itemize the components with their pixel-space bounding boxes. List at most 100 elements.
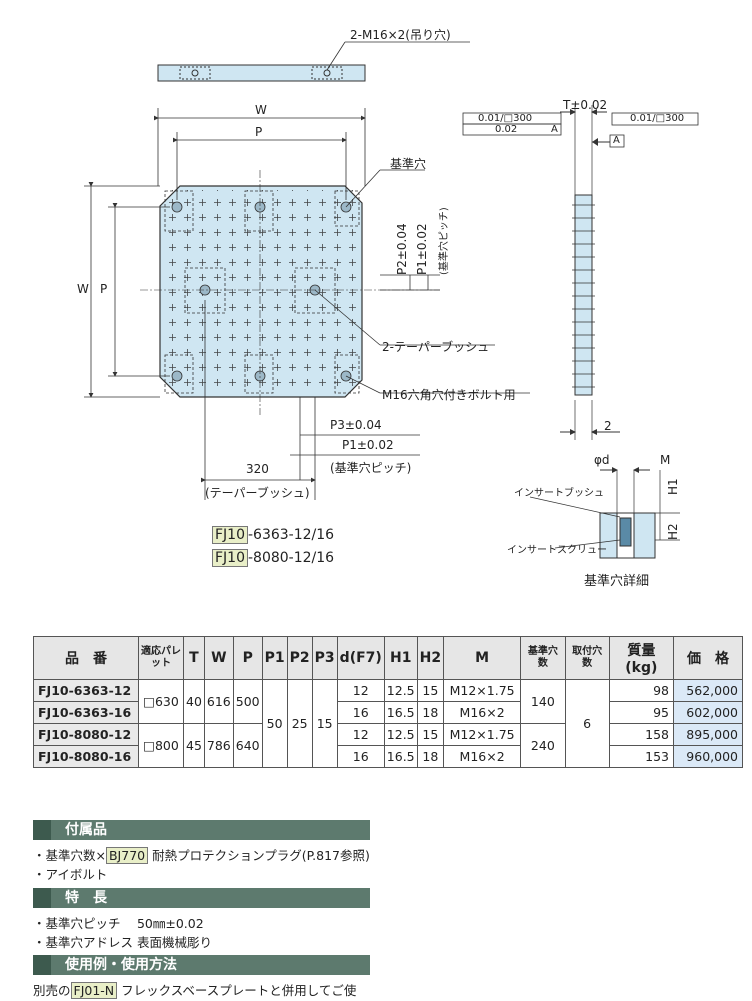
mass-cell: 98 xyxy=(608,679,675,702)
detail-title: 基準穴詳細 xyxy=(584,574,650,589)
p2-label: P2±0.04 xyxy=(395,223,409,275)
part-number: FJ10-6363-12 xyxy=(33,679,139,702)
header-t: T xyxy=(183,636,205,680)
mass-cell: 158 xyxy=(608,723,675,746)
model-suffix: -8080-12/16 xyxy=(248,550,335,566)
detail-h1: H1 xyxy=(666,478,680,495)
header-part-no: 品 番 xyxy=(33,636,139,680)
side-t-label: T±0.02 xyxy=(563,98,608,112)
mass-cell: 95 xyxy=(608,701,675,724)
price-cell: 602,000 xyxy=(673,701,743,724)
detail-h2: H2 xyxy=(666,523,680,540)
ref-hole-detail xyxy=(529,467,680,559)
m-cell: M16×2 xyxy=(443,745,522,768)
header-mass: 質量(kg) xyxy=(608,636,675,680)
header-w: W xyxy=(203,636,234,680)
part-number: FJ10-8080-16 xyxy=(33,745,139,768)
table-row: FJ10-6363-16 16 16.5 18 M16×2 95 602,000 xyxy=(33,701,743,724)
plate-side-view xyxy=(462,105,699,440)
table-header-row: 品 番 適応パレット T W P P1 P2 P3 d(F7) H1 H2 M … xyxy=(33,636,743,680)
pallet-cell: □800 xyxy=(138,723,184,768)
m-cell: M16×2 xyxy=(443,701,522,724)
header-holes: 基準穴数 xyxy=(520,636,566,680)
model-line-8080: FJ10-8080-12/16 xyxy=(212,549,335,567)
d-cell: 12 xyxy=(336,679,385,702)
part-number: FJ10-8080-12 xyxy=(33,723,139,746)
p2-cell: 25 xyxy=(286,679,313,768)
model-code[interactable]: FJ10 xyxy=(212,549,248,567)
table-row: FJ10-8080-16 16 16.5 18 M16×2 153 960,00… xyxy=(33,745,743,768)
header-d: d(F7) xyxy=(336,636,385,680)
pallet-cell: □630 xyxy=(138,679,184,724)
header-p1: P1 xyxy=(261,636,288,680)
model-suffix: -6363-12/16 xyxy=(248,527,335,543)
feature-line-1: ・基準穴ピッチ 50㎜±0.02 xyxy=(33,916,204,931)
accessories-heading: 付属品 xyxy=(33,820,370,840)
d-cell: 16 xyxy=(336,701,385,724)
accessory-line-1: ・基準穴数×BJ770 耐熱プロテクションプラグ(P.817参照) xyxy=(33,847,370,864)
p1-label: P1±0.02 xyxy=(415,223,429,275)
header-p3: P3 xyxy=(311,636,338,680)
datum-a: A xyxy=(551,124,558,135)
datum-a2: A xyxy=(613,135,620,146)
bj770-link[interactable]: BJ770 xyxy=(105,847,149,864)
p3-label: P3±0.04 xyxy=(330,418,382,432)
h1-cell: 16.5 xyxy=(383,745,418,768)
model-line-6363: FJ10-6363-12/16 xyxy=(212,526,335,544)
price-cell: 895,000 xyxy=(673,723,743,746)
holes-cell: 240 xyxy=(520,723,566,768)
t-cell: 40 xyxy=(183,679,205,724)
w-cell: 616 xyxy=(203,679,234,724)
price-cell: 562,000 xyxy=(673,679,743,702)
feature-line-2: ・基準穴アドレス 表面機械彫り xyxy=(33,935,212,950)
dim-p-top: P xyxy=(255,125,263,139)
p-cell: 640 xyxy=(232,723,263,768)
model-code[interactable]: FJ10 xyxy=(212,526,248,544)
insert-screw-label: インサートスクリュー xyxy=(507,545,607,556)
w-cell: 786 xyxy=(203,723,234,768)
h2-cell: 15 xyxy=(416,723,445,746)
taper-note: (テーパーブッシュ) xyxy=(205,486,310,500)
header-h2: H2 xyxy=(416,636,445,680)
hex-bolt-label: M16六角穴付きボルト用 xyxy=(382,388,516,402)
header-price: 価 格 xyxy=(673,636,743,680)
dim-2: 2 xyxy=(604,419,612,433)
flatness-left: 0.01/□300 xyxy=(478,113,533,124)
p1-note: (基準穴ピッチ) xyxy=(439,207,450,275)
mount-cell: 6 xyxy=(564,679,610,768)
p1-bottom-label: P1±0.02 xyxy=(342,438,394,452)
header-h1: H1 xyxy=(383,636,418,680)
mass-cell: 153 xyxy=(608,745,675,768)
fj01n-link[interactable]: FJ01-N xyxy=(70,982,118,999)
detail-d: φd xyxy=(594,453,610,467)
m-cell: M12×1.75 xyxy=(443,679,522,702)
h2-cell: 15 xyxy=(416,679,445,702)
h1-cell: 12.5 xyxy=(383,723,418,746)
p3-cell: 15 xyxy=(311,679,338,768)
usage-heading: 使用例・使用方法 xyxy=(33,955,370,975)
dim-w-top: W xyxy=(255,103,267,117)
technical-drawing xyxy=(84,41,699,559)
spec-table: 品 番 適応パレット T W P P1 P2 P3 d(F7) H1 H2 M … xyxy=(33,636,743,768)
flatness-right: 0.01/□300 xyxy=(630,113,685,124)
features-heading: 特 長 xyxy=(33,888,370,908)
p1-bottom-note: (基準穴ピッチ) xyxy=(330,461,412,475)
dimension-lines xyxy=(84,108,530,500)
detail-m: M xyxy=(660,453,671,467)
header-m: M xyxy=(443,636,522,680)
part-number: FJ10-6363-16 xyxy=(33,701,139,724)
holes-cell: 140 xyxy=(520,679,566,724)
h2-cell: 18 xyxy=(416,701,445,724)
h1-cell: 16.5 xyxy=(383,701,418,724)
header-mount: 取付穴数 xyxy=(564,636,610,680)
p-cell: 500 xyxy=(232,679,263,724)
parallel-value: 0.02 xyxy=(495,124,518,135)
m-cell: M12×1.75 xyxy=(443,723,522,746)
table-row: FJ10-8080-12 □800 45 786 640 12 12.5 15 … xyxy=(33,723,743,768)
taper-bush-label: 2-テーパーブッシュ xyxy=(382,340,490,354)
dim-320: 320 xyxy=(246,462,269,476)
dim-p-left: P xyxy=(100,282,108,296)
insert-bush-label: インサートブッシュ xyxy=(514,488,604,499)
p1-cell: 50 xyxy=(261,679,288,768)
